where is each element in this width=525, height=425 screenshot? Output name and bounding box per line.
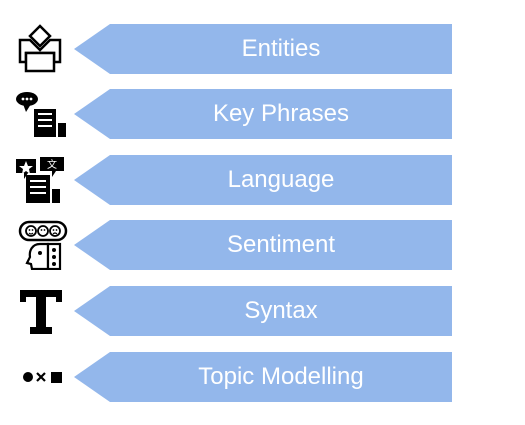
- topic-modelling-label: Topic Modelling: [198, 363, 364, 390]
- syntax-banner: Syntax: [74, 286, 452, 336]
- topic-modelling-row: Topic Modelling: [0, 352, 525, 402]
- syntax-row: Syntax: [0, 286, 525, 336]
- language-banner: Language: [74, 155, 452, 205]
- topic-modelling-banner: Topic Modelling: [74, 352, 452, 402]
- sentiment-banner: Sentiment: [74, 220, 452, 270]
- translate-icon: 文: [12, 155, 74, 205]
- entities-row: Entities: [0, 24, 525, 74]
- entities-banner: Entities: [74, 24, 452, 74]
- letter-t-icon: [12, 286, 74, 336]
- faces-icon: [12, 220, 74, 270]
- entity-icon: [12, 24, 74, 74]
- entities-label: Entities: [241, 35, 321, 62]
- sentiment-row: Sentiment: [0, 220, 525, 270]
- key-phrases-row: Key Phrases: [0, 89, 525, 139]
- key-phrases-label: Key Phrases: [212, 100, 350, 127]
- speech-document-icon: [12, 89, 74, 139]
- language-label: Language: [227, 166, 335, 193]
- language-row: 文 Language: [0, 155, 525, 205]
- shapes-icon: [12, 352, 74, 402]
- sentiment-label: Sentiment: [226, 231, 336, 258]
- syntax-label: Syntax: [244, 297, 318, 324]
- key-phrases-banner: Key Phrases: [74, 89, 452, 139]
- svg-text:文: 文: [47, 158, 57, 171]
